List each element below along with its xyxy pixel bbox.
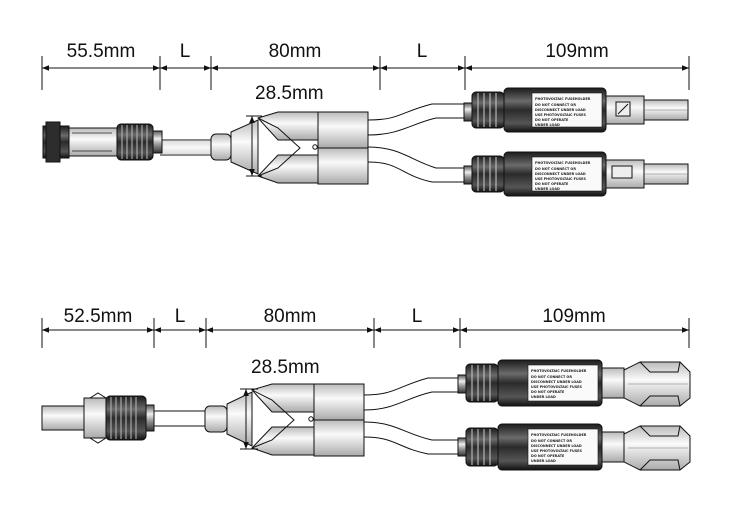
warning-line: PHOTOVOLTAIC FUSEHOLDER: [531, 433, 587, 437]
dimension-label: 109mm: [542, 306, 605, 327]
splitter-width-dimension: [246, 115, 262, 177]
diagram-bottom: 52.5mm L 80mm L 109mm: [41, 306, 691, 471]
warning-line: USE PHOTOVOLTAIC FUSES: [531, 449, 582, 453]
dimension-label: 80mm: [269, 41, 322, 62]
dimension-label: L: [175, 306, 186, 327]
warning-line: USE PHOTOVOLTAIC FUSES: [535, 177, 586, 181]
dimension-label: L: [412, 306, 423, 327]
warning-line: PHOTOVOLTAIC FUSEHOLDER: [531, 369, 587, 373]
fuse-holder-upper: PHOTOVOLTAIC FUSEHOLDER DO NOT CONNECT O…: [457, 359, 691, 407]
warning-line: PHOTOVOLTAIC FUSEHOLDER: [535, 97, 591, 101]
y-splitter-body: [204, 383, 365, 457]
male-connector-left: [42, 121, 163, 163]
warning-line: DO NOT OPERATE: [535, 118, 569, 122]
warning-line: DISCONNECT UNDER LOAD: [531, 380, 582, 384]
diagram-top: 55.5mm L 80mm L 109mm: [41, 41, 690, 197]
fuse-holder-lower: PHOTOVOLTAIC FUSEHOLDER DO NOT CONNECT O…: [463, 151, 689, 197]
warning-line: DO NOT OPERATE: [531, 454, 565, 458]
warning-line: USE PHOTOVOLTAIC FUSES: [535, 113, 586, 117]
warning-line: UNDER LOAD: [535, 123, 560, 127]
warning-line: UNDER LOAD: [531, 395, 556, 399]
warning-line: DO NOT CONNECT OR: [535, 167, 576, 171]
splitter-width-dimension: [240, 388, 258, 450]
warning-line: UNDER LOAD: [535, 187, 560, 191]
dimension-label: L: [180, 41, 191, 62]
warning-line: PHOTOVOLTAIC FUSEHOLDER: [535, 161, 591, 165]
fuse-holder-upper: PHOTOVOLTAIC FUSEHOLDER DO NOT CONNECT O…: [463, 87, 689, 133]
splitter-width-label: 28.5mm: [255, 83, 324, 104]
warning-line: DO NOT OPERATE: [535, 182, 569, 186]
cable: [160, 140, 213, 155]
warning-line: UNDER LOAD: [531, 459, 556, 463]
warning-line: DISCONNECT UNDER LOAD: [531, 444, 582, 448]
warning-line: DISCONNECT UNDER LOAD: [535, 108, 586, 112]
dimension-label: 55.5mm: [67, 41, 136, 62]
warning-line: USE PHOTOVOLTAIC FUSES: [531, 385, 582, 389]
warning-line: DO NOT CONNECT OR: [531, 439, 572, 443]
dimension-label: 52.5mm: [64, 306, 133, 327]
dimension-line-bottom: [41, 318, 690, 348]
splitter-width-label: 28.5mm: [251, 357, 320, 378]
dimension-label: L: [417, 41, 428, 62]
dimension-line-top: [41, 56, 690, 90]
warning-line: DISCONNECT UNDER LOAD: [535, 172, 586, 176]
warning-line: DO NOT CONNECT OR: [535, 103, 576, 107]
fuse-holder-lower: PHOTOVOLTAIC FUSEHOLDER DO NOT CONNECT O…: [457, 423, 691, 471]
dimension-label: 80mm: [264, 306, 317, 327]
y-splitter-body: [210, 111, 369, 185]
male-connector-left: [41, 392, 155, 444]
warning-line: DO NOT CONNECT OR: [531, 375, 572, 379]
dimension-label: 109mm: [545, 41, 608, 62]
cable: [150, 377, 462, 455]
warning-line: DO NOT OPERATE: [531, 390, 565, 394]
